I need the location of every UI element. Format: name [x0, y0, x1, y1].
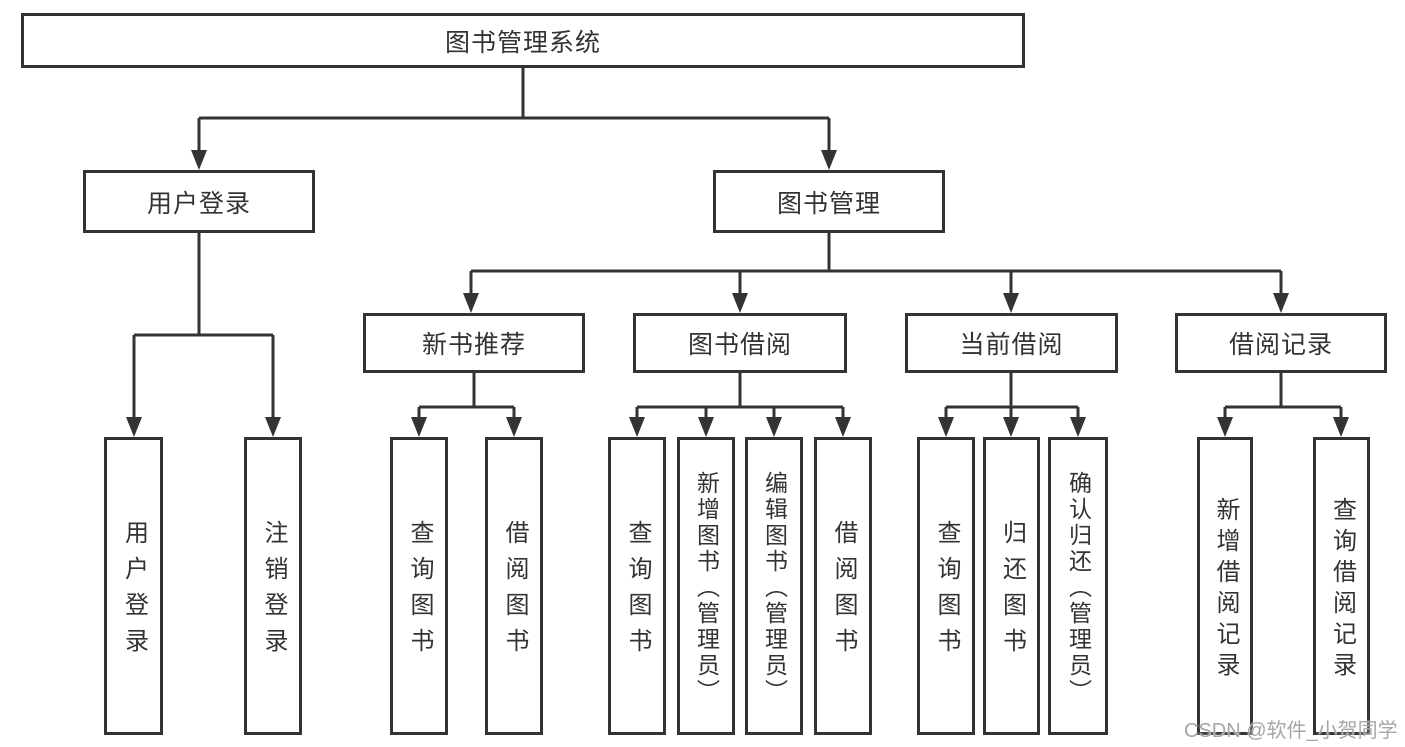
connector-strokes: [132, 68, 1343, 421]
leaf-confirm-return-admin: 确认归还（管理员）: [1048, 437, 1108, 735]
node-current-borrow: 当前借阅: [905, 313, 1118, 373]
leaf-query-borrow-record: 查询借阅记录: [1313, 437, 1370, 735]
leaf-add-book-admin: 新增图书（管理员）: [677, 437, 735, 735]
node-borrow-records: 借阅记录: [1175, 313, 1387, 373]
leaf-add-borrow-record: 新增借阅记录: [1197, 437, 1253, 735]
leaf-return-book: 归还图书: [983, 437, 1040, 735]
leaf-query-books-borrow: 查询图书: [608, 437, 666, 735]
leaf-query-books-current: 查询图书: [917, 437, 975, 735]
leaf-user-login: 用户登录: [104, 437, 163, 735]
node-user-login: 用户登录: [83, 170, 315, 233]
leaf-borrow-books-recommend: 借阅图书: [485, 437, 543, 735]
node-root-system: 图书管理系统: [21, 13, 1025, 68]
node-book-borrow: 图书借阅: [633, 313, 847, 373]
leaf-logout: 注销登录: [244, 437, 302, 735]
csdn-watermark: CSDN @软件_小贺同学: [1184, 720, 1398, 742]
connector-arrowheads: [126, 150, 1349, 437]
leaf-edit-book-admin: 编辑图书（管理员）: [745, 437, 803, 735]
node-book-management: 图书管理: [713, 170, 945, 233]
leaf-query-books-recommend: 查询图书: [390, 437, 448, 735]
node-new-book-recommend: 新书推荐: [363, 313, 585, 373]
leaf-borrow-books: 借阅图书: [814, 437, 872, 735]
